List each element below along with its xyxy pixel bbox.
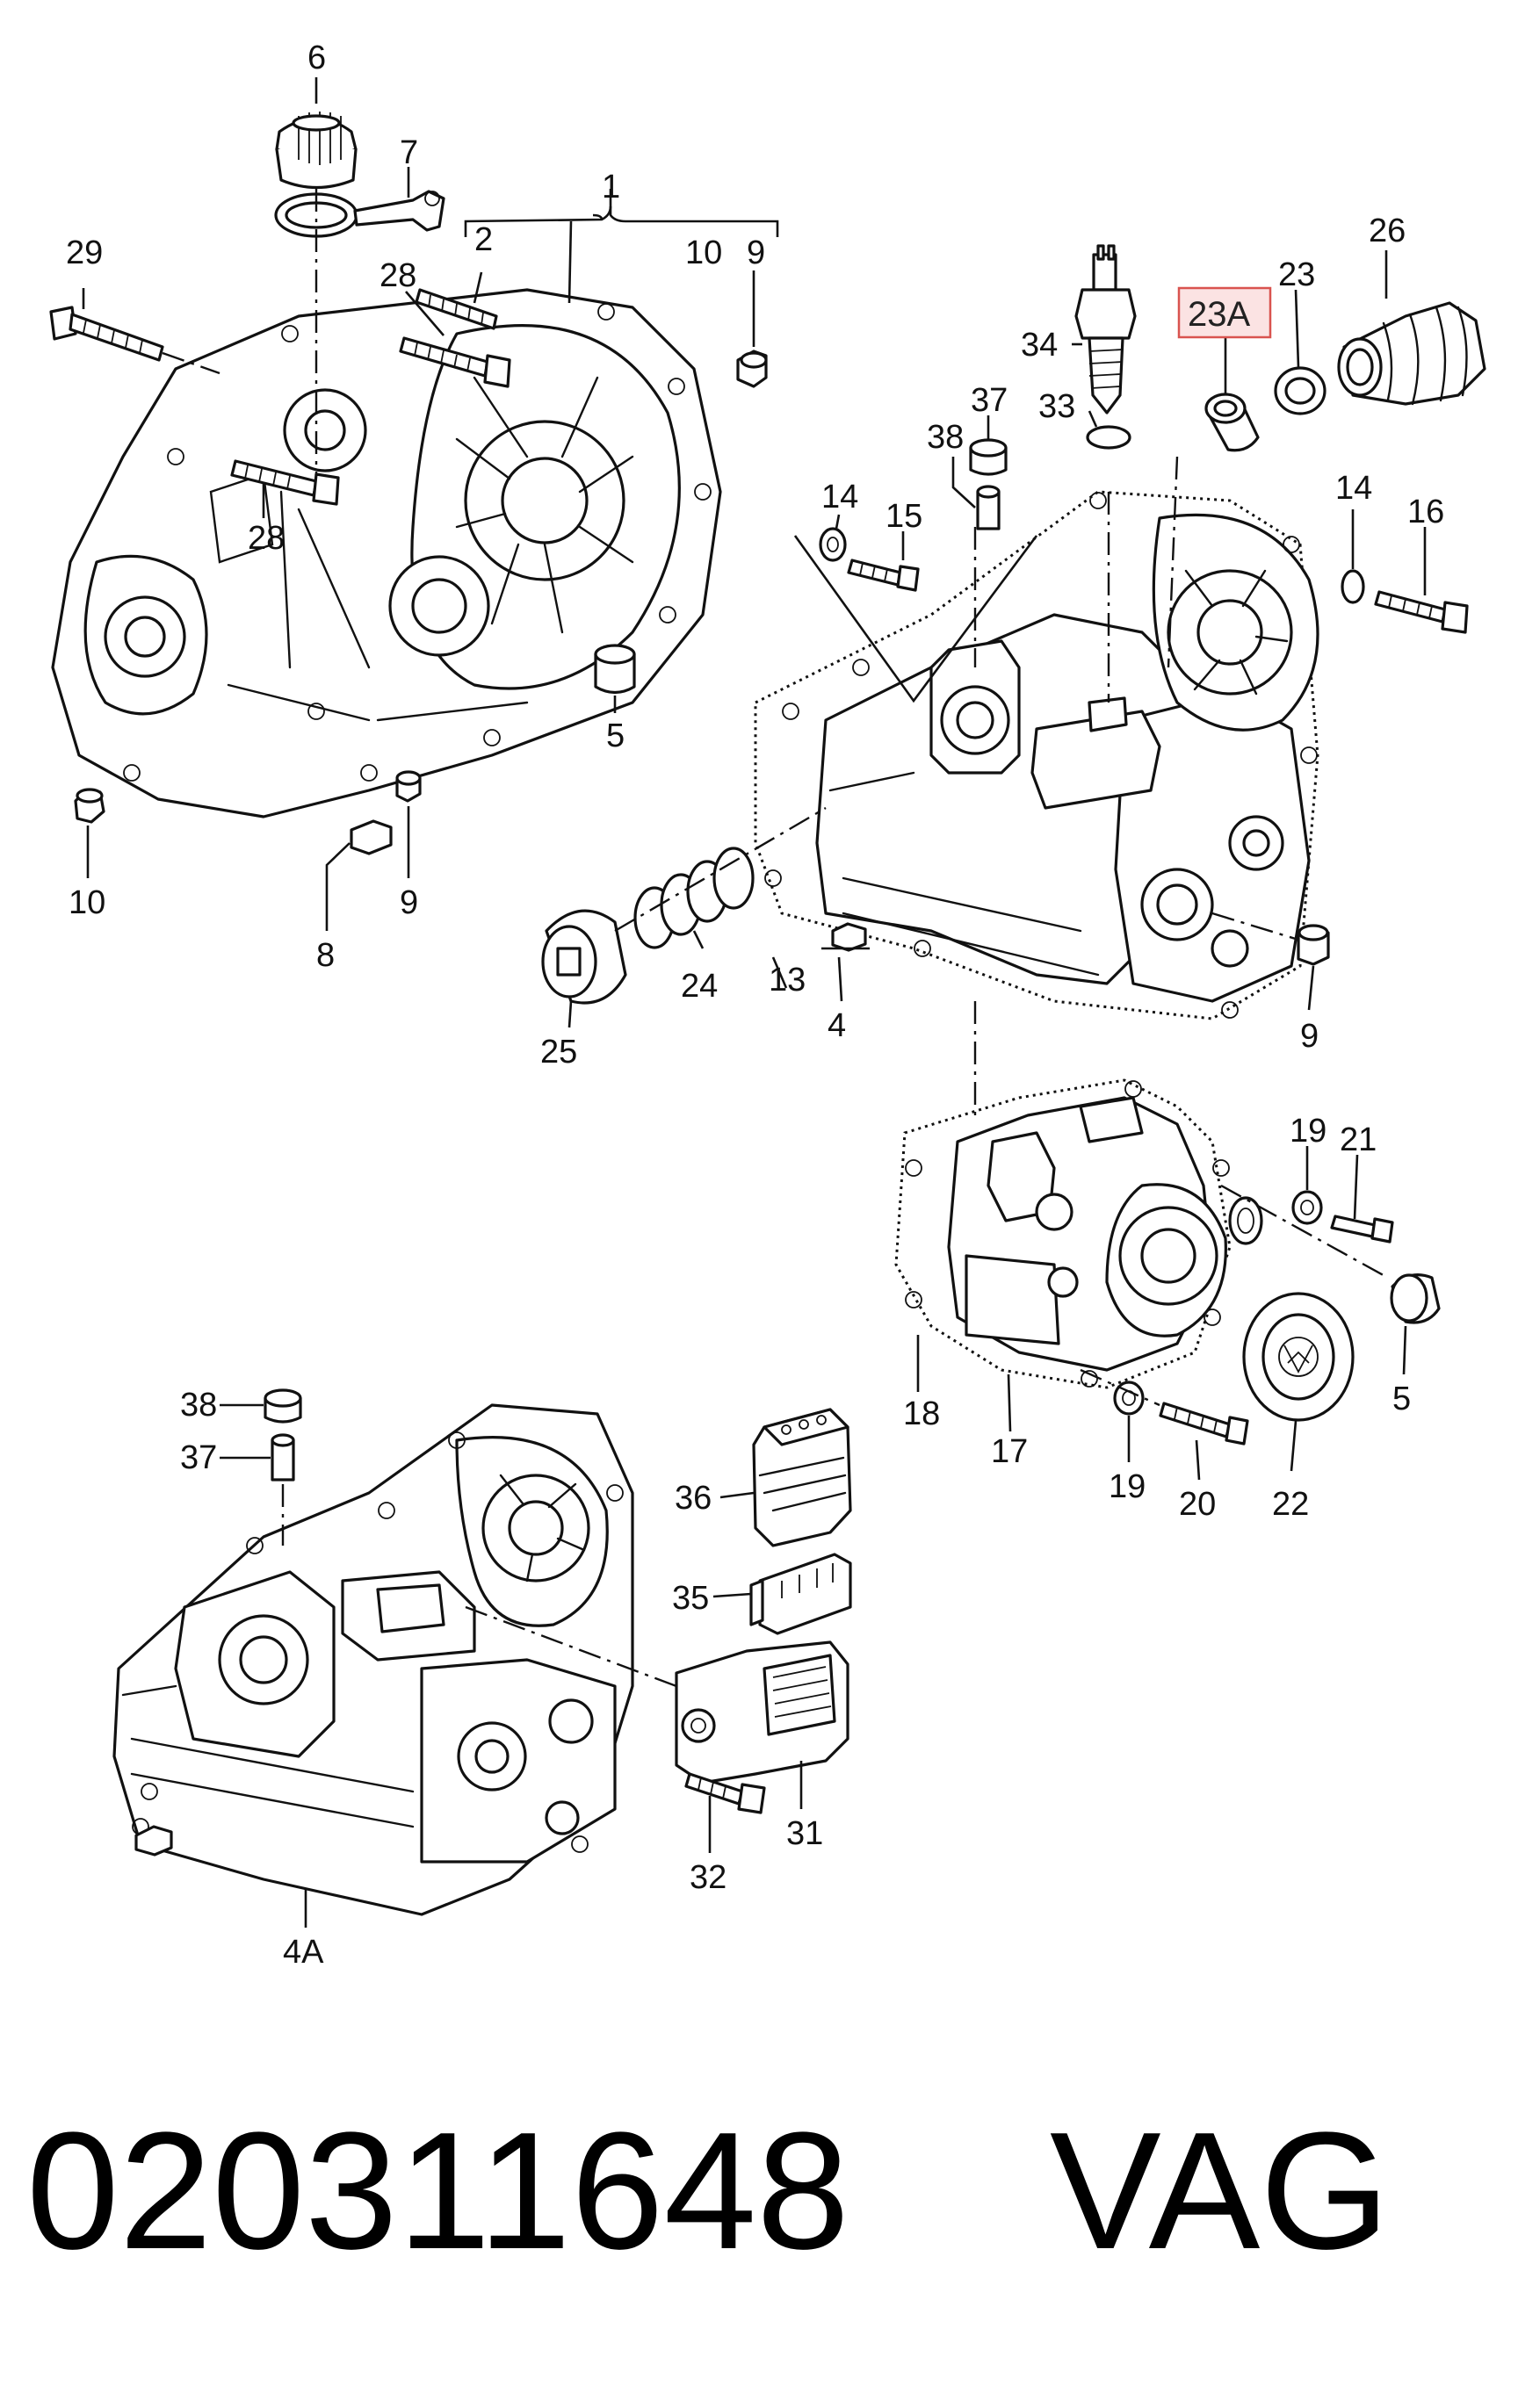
washer-part-19-upper [1291, 1190, 1323, 1225]
label-2: 2 [474, 221, 493, 258]
label-9-right: 9 [1300, 1018, 1319, 1055]
label-23a: 23A [1188, 295, 1250, 334]
bolt-part-29 [49, 306, 220, 375]
dowel-part-9-right [1297, 924, 1330, 966]
label-37-upper: 37 [971, 382, 1008, 419]
seal-part-23 [1274, 366, 1326, 415]
cap-part-38-bottom [264, 1388, 302, 1424]
plug-part-5-upper [594, 644, 636, 695]
spring-rings-part-24 [633, 847, 755, 949]
bolt-part-2 [415, 288, 498, 330]
label-19-upper: 19 [1290, 1113, 1326, 1150]
label-24: 24 [681, 968, 718, 1005]
label-25: 25 [540, 1034, 577, 1071]
gearbox-housing-part-4 [754, 490, 1319, 1020]
dowel-part-9-left [395, 770, 422, 803]
washer-part-14-left [819, 527, 847, 562]
callout-labels: 6 7 1 2 10 9 29 28 28 5 10 9 8 34 33 37 … [66, 40, 1444, 1971]
plug-part-25 [541, 909, 627, 1005]
bearing-cap-part-6 [275, 112, 358, 190]
label-1: 1 [602, 169, 620, 205]
label-34: 34 [1021, 327, 1058, 364]
label-36: 36 [675, 1480, 712, 1517]
label-28-upper: 28 [380, 257, 416, 294]
terminal-block-part-35 [749, 1553, 852, 1635]
label-13: 13 [769, 962, 806, 999]
cover-cap-part-22 [1242, 1292, 1355, 1422]
label-5-upper: 5 [606, 717, 625, 754]
label-31: 31 [786, 1815, 823, 1852]
label-8: 8 [316, 937, 335, 974]
label-33: 33 [1038, 388, 1075, 425]
label-5-lower: 5 [1392, 1381, 1411, 1417]
label-19-lower: 19 [1109, 1468, 1146, 1505]
label-9-left: 9 [400, 884, 418, 921]
end-cover-part-17 [894, 1078, 1232, 1389]
washer-part-19-lower [1113, 1381, 1145, 1416]
seal-small-near-part-19 [1228, 1196, 1263, 1245]
label-23: 23 [1278, 256, 1315, 293]
label-4: 4 [828, 1007, 846, 1044]
seal-ring-part-7 [274, 190, 445, 238]
label-22: 22 [1272, 1486, 1309, 1523]
bushing-part-23a [1204, 393, 1260, 452]
label-6: 6 [307, 40, 326, 76]
connector-part-36 [752, 1408, 852, 1547]
label-32: 32 [690, 1859, 726, 1896]
bolt-part-32 [684, 1772, 766, 1814]
dowel-part-10-upper [736, 350, 768, 388]
dowel-part-10-lower [74, 788, 105, 824]
sensor-switch-part-34 [1074, 244, 1137, 415]
bolt-part-28-lower [230, 459, 340, 506]
leader-lines [82, 77, 1427, 1928]
label-9-upper: 9 [747, 234, 765, 271]
label-4a: 4A [283, 1934, 324, 1971]
label-20: 20 [1179, 1486, 1216, 1523]
label-17: 17 [991, 1433, 1028, 1470]
highlight-box-23a [1177, 286, 1272, 339]
part-number: 020311648 [26, 2098, 849, 2284]
bolt-part-28-upper [399, 336, 511, 388]
label-29: 29 [66, 234, 103, 271]
label-10-lower: 10 [69, 884, 105, 921]
label-14-right: 14 [1335, 470, 1372, 507]
label-37-lower: 37 [180, 1439, 217, 1476]
gearbox-housing-part-4a [112, 1403, 634, 1916]
label-18: 18 [903, 1395, 940, 1432]
washer-part-14-right [1341, 569, 1365, 604]
bolt-part-21 [1330, 1215, 1394, 1244]
label-7: 7 [400, 134, 418, 171]
clutch-housing-part-1 [51, 288, 722, 818]
bolt-part-16 [1374, 590, 1469, 634]
label-26: 26 [1369, 213, 1406, 249]
pin-part-37-top [976, 485, 1001, 530]
label-21: 21 [1340, 1121, 1377, 1158]
boot-part-26 [1337, 301, 1486, 406]
cap-part-38-top [969, 438, 1008, 476]
label-16: 16 [1407, 494, 1444, 530]
label-38-lower: 38 [180, 1387, 217, 1424]
plug-part-5-lower [1390, 1273, 1441, 1324]
label-15: 15 [886, 498, 922, 535]
bolt-part-15 [847, 559, 920, 592]
label-10-upper: 10 [685, 234, 722, 271]
label-35: 35 [672, 1580, 709, 1617]
bolt-part-20 [1159, 1402, 1249, 1446]
o-ring-part-33 [1086, 425, 1131, 450]
label-28-lower: 28 [248, 520, 285, 557]
control-module-part-31 [675, 1640, 849, 1784]
pin-part-37-bottom [271, 1433, 295, 1482]
block-part-8 [350, 819, 393, 855]
brand-name: VAG [1050, 2098, 1390, 2284]
label-14-left: 14 [821, 479, 858, 515]
label-38-upper: 38 [927, 419, 964, 456]
